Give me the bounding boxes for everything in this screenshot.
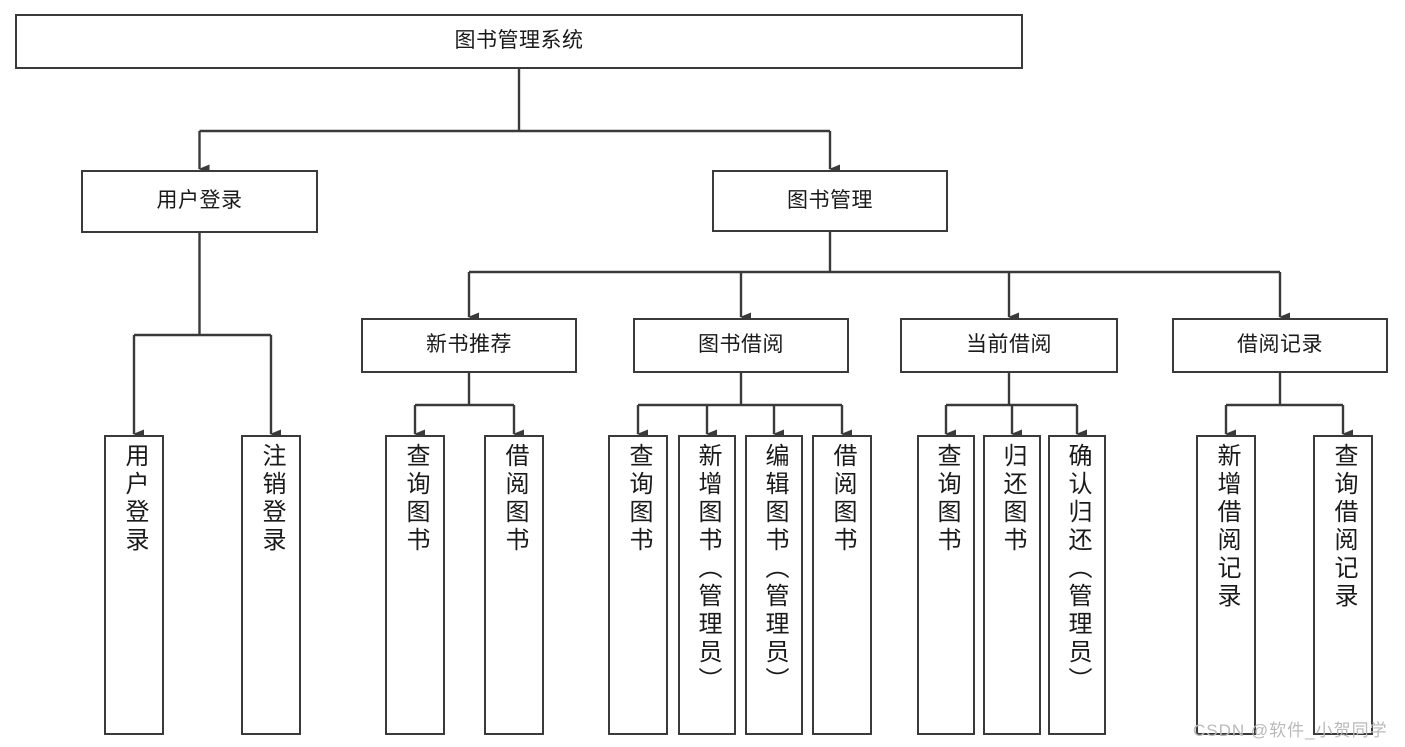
- watermark: CSDN @软件_小贺同学: [1193, 721, 1388, 740]
- node-leaf-user-logout[interactable]: 注销登录: [241, 435, 301, 735]
- node-label: 归还图书: [999, 443, 1026, 555]
- node-user-login[interactable]: 用户登录: [81, 170, 318, 233]
- node-label: 新增借阅记录: [1213, 443, 1240, 611]
- node-label: 查询借阅记录: [1330, 443, 1357, 611]
- node-leaf-rec-query[interactable]: 查询图书: [385, 435, 445, 735]
- node-leaf-bb-borrow[interactable]: 借阅图书: [812, 435, 872, 735]
- node-label: 借阅图书: [501, 443, 528, 555]
- node-label: 确认归还（管理员）: [1064, 443, 1091, 695]
- node-label: 编辑图书（管理员）: [761, 443, 788, 695]
- node-leaf-bb-edit[interactable]: 编辑图书（管理员）: [745, 435, 803, 735]
- node-label: 查询图书: [933, 443, 960, 555]
- node-current-borrow[interactable]: 当前借阅: [900, 318, 1118, 373]
- node-label: 新增图书（管理员）: [694, 443, 721, 695]
- node-label: 用户登录: [121, 443, 148, 555]
- node-label: 查询图书: [402, 443, 429, 555]
- node-leaf-rec-borrow[interactable]: 借阅图书: [484, 435, 544, 735]
- node-leaf-cb-query[interactable]: 查询图书: [917, 435, 975, 735]
- node-borrow-record[interactable]: 借阅记录: [1172, 318, 1388, 373]
- node-root[interactable]: 图书管理系统: [15, 14, 1023, 69]
- node-leaf-bb-add[interactable]: 新增图书（管理员）: [678, 435, 736, 735]
- node-leaf-cb-confirm[interactable]: 确认归还（管理员）: [1048, 435, 1106, 735]
- node-label: 查询图书: [625, 443, 652, 555]
- node-leaf-user-login[interactable]: 用户登录: [104, 435, 164, 735]
- node-label: 用户登录: [156, 189, 243, 213]
- node-book-manage[interactable]: 图书管理: [712, 170, 948, 232]
- node-label: 借阅记录: [1237, 333, 1323, 357]
- node-label: 注销登录: [258, 443, 285, 555]
- node-book-borrow[interactable]: 图书借阅: [633, 318, 849, 373]
- node-leaf-bb-query[interactable]: 查询图书: [608, 435, 668, 735]
- node-label: 新书推荐: [426, 333, 512, 357]
- node-new-book-rec[interactable]: 新书推荐: [361, 318, 577, 373]
- node-label: 图书管理: [787, 188, 873, 212]
- node-leaf-cb-return[interactable]: 归还图书: [983, 435, 1041, 735]
- node-leaf-br-query[interactable]: 查询借阅记录: [1313, 435, 1373, 735]
- node-label: 借阅图书: [829, 443, 856, 555]
- node-label: 图书管理系统: [454, 29, 584, 53]
- node-label: 当前借阅: [966, 333, 1052, 357]
- node-leaf-br-add[interactable]: 新增借阅记录: [1196, 435, 1256, 735]
- node-label: 图书借阅: [698, 333, 784, 357]
